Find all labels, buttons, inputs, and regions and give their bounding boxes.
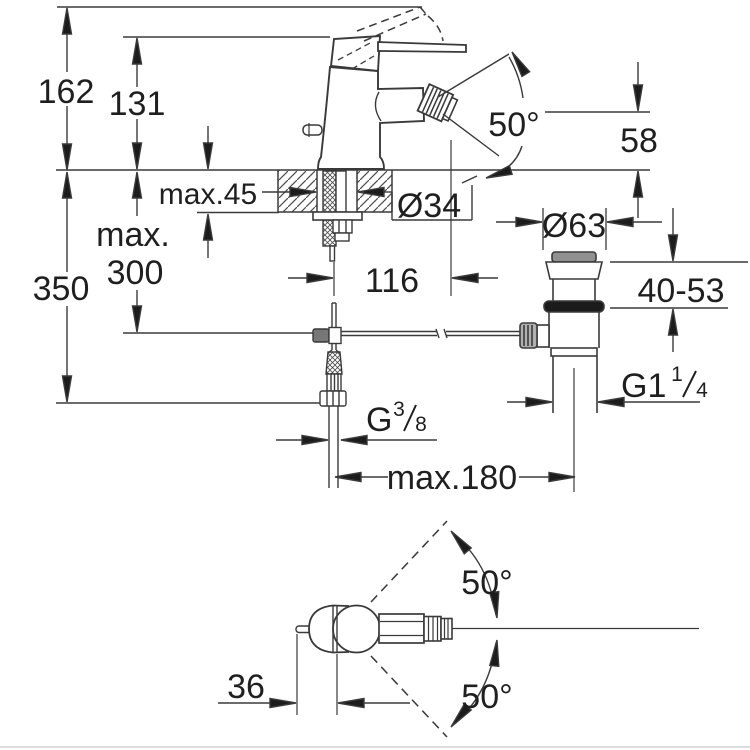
label-swivel-down-50: 50°: [461, 678, 512, 716]
dimension-lines: [61, 7, 700, 483]
hose-braid: [325, 351, 343, 375]
drain-knob-housing: [536, 324, 550, 348]
label-flange-d63: Ø63: [542, 207, 606, 245]
rod-end-cap: [312, 328, 330, 343]
mounting-nut: [332, 219, 353, 234]
svg-text:8: 8: [415, 413, 427, 436]
label-deck-max45: max.45: [159, 178, 257, 211]
drain-ring-nut: [550, 347, 598, 357]
faucet-body: [317, 65, 425, 170]
label-height-162: 162: [38, 73, 95, 111]
label-hose-thread-g-38: G 3 8: [366, 398, 427, 439]
label-spout-height-58: 58: [620, 122, 658, 160]
swivel-range-dashed: [370, 520, 448, 738]
popup-knob-stub: [302, 124, 323, 136]
faucet-top-view: [218, 520, 699, 738]
popup-waste-drain: [519, 208, 607, 492]
label-clamp-40-53: 40-53: [638, 272, 725, 310]
lever-raised-dashed: [356, 6, 444, 42]
faucet-side-view: [302, 6, 467, 170]
svg-text:G1: G1: [621, 367, 666, 405]
body-top-view: [332, 604, 381, 654]
lever-handle: [377, 41, 467, 53]
rod-cross-fitting: [328, 326, 342, 345]
drain-gasket: [543, 300, 605, 313]
drain-push-button: [551, 251, 597, 263]
svg-text:G: G: [366, 401, 392, 439]
spout-top-view: [378, 613, 425, 644]
svg-text:4: 4: [696, 379, 708, 402]
label-projection-116: 116: [365, 262, 419, 300]
label-max180: max.180: [387, 459, 517, 497]
label-max: max.: [96, 216, 170, 254]
drain-flange: [544, 261, 604, 280]
pull-rod-stub: [329, 245, 336, 262]
mounting-shank: [312, 170, 363, 262]
dimension-labels: 162 131 max.45 max. 300 350 116 Ø34 50° …: [33, 73, 725, 716]
label-swivel-up-50: 50°: [461, 564, 512, 602]
label-hole-d34: Ø34: [397, 187, 461, 225]
label-drain-thread-g1-14: G1 1 4: [621, 363, 708, 405]
popup-rod-and-hose: [312, 302, 522, 488]
label-height-131: 131: [109, 85, 166, 123]
handle-cap: [329, 34, 382, 73]
svg-text:3: 3: [393, 398, 405, 421]
label-300: 300: [107, 254, 164, 292]
svg-text:1: 1: [671, 363, 683, 386]
label-spray-angle-50: 50°: [488, 106, 539, 144]
label-height-350: 350: [33, 270, 90, 308]
horseshoe-washer: [312, 211, 363, 221]
label-offset-36: 36: [227, 668, 265, 706]
reference-lines: [56, 6, 748, 404]
